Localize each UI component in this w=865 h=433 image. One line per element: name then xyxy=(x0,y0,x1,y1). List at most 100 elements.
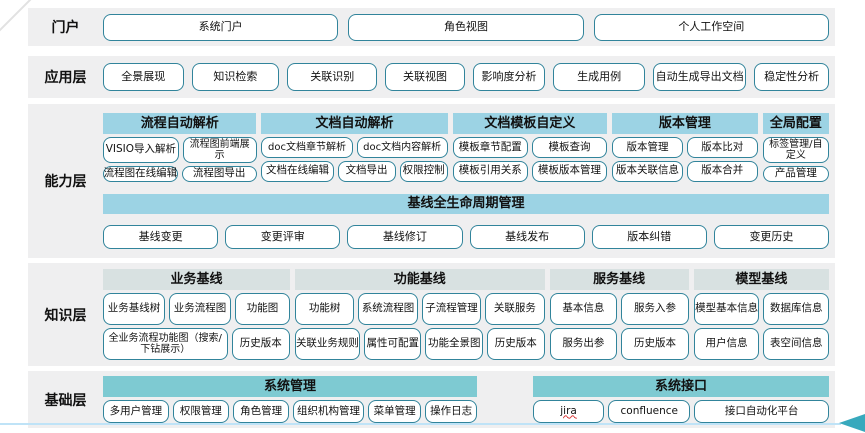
cap-box-template-version: 模板版本管理 xyxy=(531,160,608,182)
fd-box-role-manage: 角色管理 xyxy=(233,400,290,423)
left-arrow-icon xyxy=(839,414,865,432)
cap-box-template-chapter-config: 模板章节配置 xyxy=(452,137,528,158)
fd-box-permission-manage: 权限管理 xyxy=(172,400,230,423)
layer-label-foundation: 基础层 xyxy=(44,392,87,409)
group-header-doc-parse: 文档自动解析 xyxy=(261,113,448,134)
cap-box-doc-export: 文档导出 xyxy=(337,160,396,182)
knowledge-group-model-baseline: 模型基线 模型基本信息 数据库信息 用户信息 表空间信息 xyxy=(693,269,830,360)
kn-box-attribute-configurable: 属性可配置 xyxy=(363,328,422,360)
kn-box-business-flowchart: 业务流程图 xyxy=(169,293,231,325)
kn-box-service-input: 服务入参 xyxy=(621,293,689,325)
group-header-business-baseline: 业务基线 xyxy=(103,269,290,290)
kn-box-model-basic-info: 模型基本信息 xyxy=(693,293,760,325)
cap-box-product-manage: 产品管理 xyxy=(762,166,830,182)
fd-box-interface-automation-platform: 接口自动化平台 xyxy=(694,400,829,423)
cap-box-doc-online-edit: 文档在线编辑 xyxy=(261,160,334,182)
capability-group-doc-template: 文档模板自定义 模板章节配置 模板查询 模板引用关系 模板版本管理 xyxy=(452,113,608,182)
app-box-impact-analysis: 影响度分析 xyxy=(472,63,546,91)
cap-box-flowchart-frontend: 流程图前端展示 xyxy=(182,137,257,163)
app-box-stability-analysis: 稳定性分析 xyxy=(754,63,830,91)
baseline-box-change: 基线变更 xyxy=(103,224,219,249)
group-header-system-interface: 系统接口 xyxy=(532,376,829,397)
capability-group-doc-parse: 文档自动解析 doc文档章节解析 doc文档内容解析 文档在线编辑 文档导出 权… xyxy=(261,113,448,182)
group-header-model-baseline: 模型基线 xyxy=(693,269,829,290)
knowledge-group-business-baseline: 业务基线 业务基线树 业务流程图 功能图 全业务流程功能图（搜索/下钻展示） 历… xyxy=(103,269,290,360)
capability-group-process-parse: 流程自动解析 VISIO导入解析 流程图前端展示 流程图在线编辑 流程图导出 xyxy=(103,113,257,182)
portal-box-system-portal: 系统门户 xyxy=(103,13,339,41)
kn-box-function-diagram: 功能图 xyxy=(235,293,290,325)
app-box-knowledge-search: 知识检索 xyxy=(191,63,280,91)
kn-box-database-info: 数据库信息 xyxy=(763,293,830,325)
fd-box-operation-log: 操作日志 xyxy=(425,400,477,423)
cap-box-flowchart-edit: 流程图在线编辑 xyxy=(103,166,178,182)
group-header-service-baseline: 服务基线 xyxy=(549,269,689,290)
baseline-box-revise: 基线修订 xyxy=(347,224,463,249)
cap-box-doc-chapter-parse: doc文档章节解析 xyxy=(261,137,353,158)
app-box-relation-identify: 关联识别 xyxy=(287,63,378,91)
layer-label-knowledge: 知识层 xyxy=(44,307,87,324)
cap-box-flowchart-export: 流程图导出 xyxy=(181,166,257,182)
group-header-doc-template: 文档模板自定义 xyxy=(452,113,608,134)
kn-box-user-info: 用户信息 xyxy=(693,328,760,360)
fd-box-jira: jira xyxy=(532,400,605,423)
cap-box-version-relation: 版本关联信息 xyxy=(612,160,683,182)
foundation-group-system-interface: 系统接口 jira confluence 接口自动化平台 xyxy=(532,376,829,423)
capability-group-global-config: 全局配置 标签管理/自定义 产品管理 xyxy=(762,113,830,182)
group-header-global-config: 全局配置 xyxy=(762,113,830,134)
fd-box-confluence: confluence xyxy=(608,400,691,423)
knowledge-group-service-baseline: 服务基线 基本信息 服务入参 服务出参 历史版本 xyxy=(549,269,689,360)
baseline-box-change-review: 变更评审 xyxy=(225,224,341,249)
kn-box-business-baseline-tree: 业务基线树 xyxy=(103,293,165,325)
fd-box-menu-manage: 菜单管理 xyxy=(367,400,422,423)
layer-label-portal: 门户 xyxy=(51,20,80,36)
kn-box-business-history-version: 历史版本 xyxy=(231,328,290,360)
kn-box-tablespace-info: 表空间信息 xyxy=(763,328,830,360)
app-box-relation-view: 关联视图 xyxy=(385,63,465,91)
baseline-lifecycle-header: 基线全生命周期管理 xyxy=(103,193,829,214)
baseline-box-version-correct: 版本纠错 xyxy=(591,224,707,249)
app-box-generate-usecase: 生成用例 xyxy=(553,63,645,91)
kn-box-system-flowchart: 系统流程图 xyxy=(358,293,418,325)
kn-box-function-panorama: 功能全景图 xyxy=(425,328,484,360)
cap-box-template-reference: 模板引用关系 xyxy=(452,160,528,182)
cap-box-doc-content-parse: doc文档内容解析 xyxy=(356,137,448,158)
cap-box-version-manage: 版本管理 xyxy=(612,137,683,158)
kn-box-function-tree: 功能树 xyxy=(294,293,355,325)
group-header-function-baseline: 功能基线 xyxy=(294,269,545,290)
bottom-accent-line xyxy=(0,423,841,425)
layer-label-capability: 能力层 xyxy=(44,174,87,190)
layer-capability: 能力层 流程自动解析 VISIO导入解析 流程图前端展示 流程图在线编辑 流程图… xyxy=(28,104,835,258)
foundation-gap xyxy=(482,376,528,423)
kn-box-related-business-rule: 关联业务规则 xyxy=(294,328,360,360)
group-header-process-parse: 流程自动解析 xyxy=(103,113,257,134)
knowledge-group-function-baseline: 功能基线 功能树 系统流程图 子流程管理 关联服务 关联业务规则 属性可配置 功… xyxy=(294,269,545,360)
cap-box-visio-import: VISIO导入解析 xyxy=(103,137,179,163)
kn-box-subprocess-manage: 子流程管理 xyxy=(421,293,482,325)
fd-box-multiuser-manage: 多用户管理 xyxy=(103,400,169,423)
cap-box-version-compare: 版本比对 xyxy=(686,137,758,158)
layer-knowledge: 知识层 业务基线 业务基线树 业务流程图 功能图 全业务流程功能图（搜索/下钻展… xyxy=(28,263,835,366)
portal-box-personal-workspace: 个人工作空间 xyxy=(593,13,829,41)
group-header-version: 版本管理 xyxy=(612,113,758,134)
cap-box-tag-manage: 标签管理/自定义 xyxy=(762,137,830,163)
baseline-box-change-history: 变更历史 xyxy=(713,224,830,249)
capability-group-version: 版本管理 版本管理 版本比对 版本关联信息 版本合并 xyxy=(612,113,758,182)
baseline-box-release: 基线发布 xyxy=(469,224,585,249)
fd-box-org-manage: 组织机构管理 xyxy=(293,400,364,423)
cap-box-version-merge: 版本合并 xyxy=(686,160,758,182)
cap-box-template-query: 模板查询 xyxy=(531,137,608,158)
app-box-auto-export-doc: 自动生成导出文档 xyxy=(652,63,747,91)
layer-portal: 门户 系统门户 角色视图 个人工作空间 xyxy=(28,8,835,46)
cap-box-permission-control: 权限控制 xyxy=(399,160,448,182)
kn-box-full-business-function-map: 全业务流程功能图（搜索/下钻展示） xyxy=(103,328,228,360)
kn-box-basic-info: 基本信息 xyxy=(549,293,618,325)
portal-box-role-view: 角色视图 xyxy=(348,13,584,41)
kn-box-related-service: 关联服务 xyxy=(485,293,545,325)
layer-application: 应用层 全景展现 知识检索 关联识别 关联视图 影响度分析 生成用例 自动生成导… xyxy=(28,56,835,98)
kn-box-service-history-version: 历史版本 xyxy=(621,328,689,360)
kn-box-service-output: 服务出参 xyxy=(549,328,618,360)
kn-box-function-history-version: 历史版本 xyxy=(487,328,545,360)
app-box-panorama: 全景展现 xyxy=(103,63,184,91)
layer-foundation: 基础层 系统管理 多用户管理 权限管理 角色管理 组织机构管理 菜单管理 操作日… xyxy=(28,371,835,428)
